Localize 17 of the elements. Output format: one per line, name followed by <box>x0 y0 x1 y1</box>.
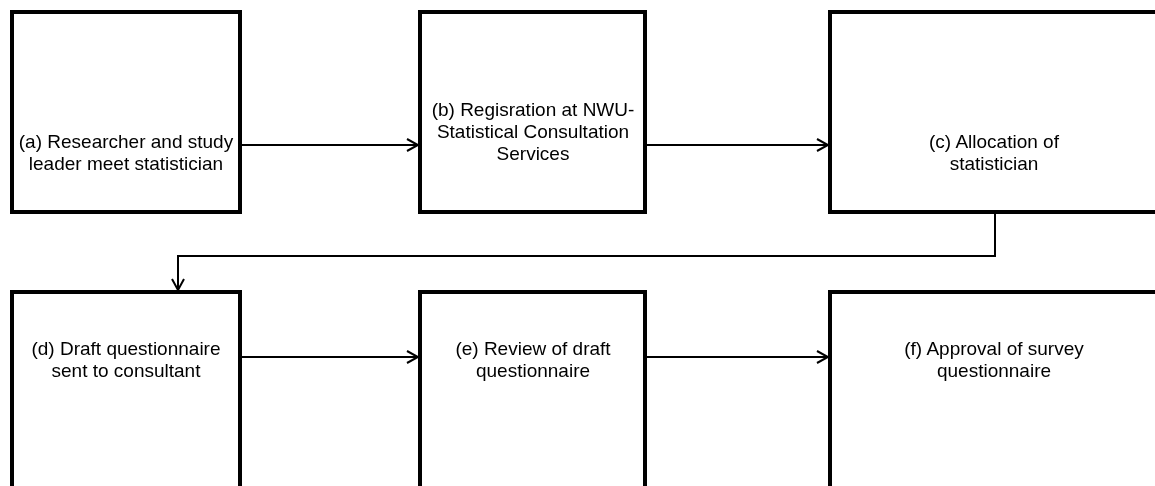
process-box <box>418 10 647 214</box>
arrow <box>646 350 829 364</box>
step-text: (b) Regisration at NWU-Statistical Consultation Services <box>430 99 636 165</box>
process-box <box>828 10 1155 214</box>
arrow <box>241 138 419 152</box>
step-text: (c) Allocation of statistician <box>928 131 1060 175</box>
arrow <box>646 138 829 152</box>
process-box <box>418 290 647 486</box>
process-box <box>10 290 242 486</box>
step-text: (f) Approval of survey questionnaire <box>903 338 1085 382</box>
step-text: (e) Review of draft questionnaire <box>454 338 612 382</box>
process-box <box>10 10 242 214</box>
step-text: (a) Researcher and study leader meet statistician <box>17 131 235 175</box>
arrow <box>241 350 419 364</box>
process-box <box>828 290 1155 486</box>
arrow <box>171 213 996 291</box>
step-text: (d) Draft questionnaire sent to consultant <box>30 338 222 382</box>
